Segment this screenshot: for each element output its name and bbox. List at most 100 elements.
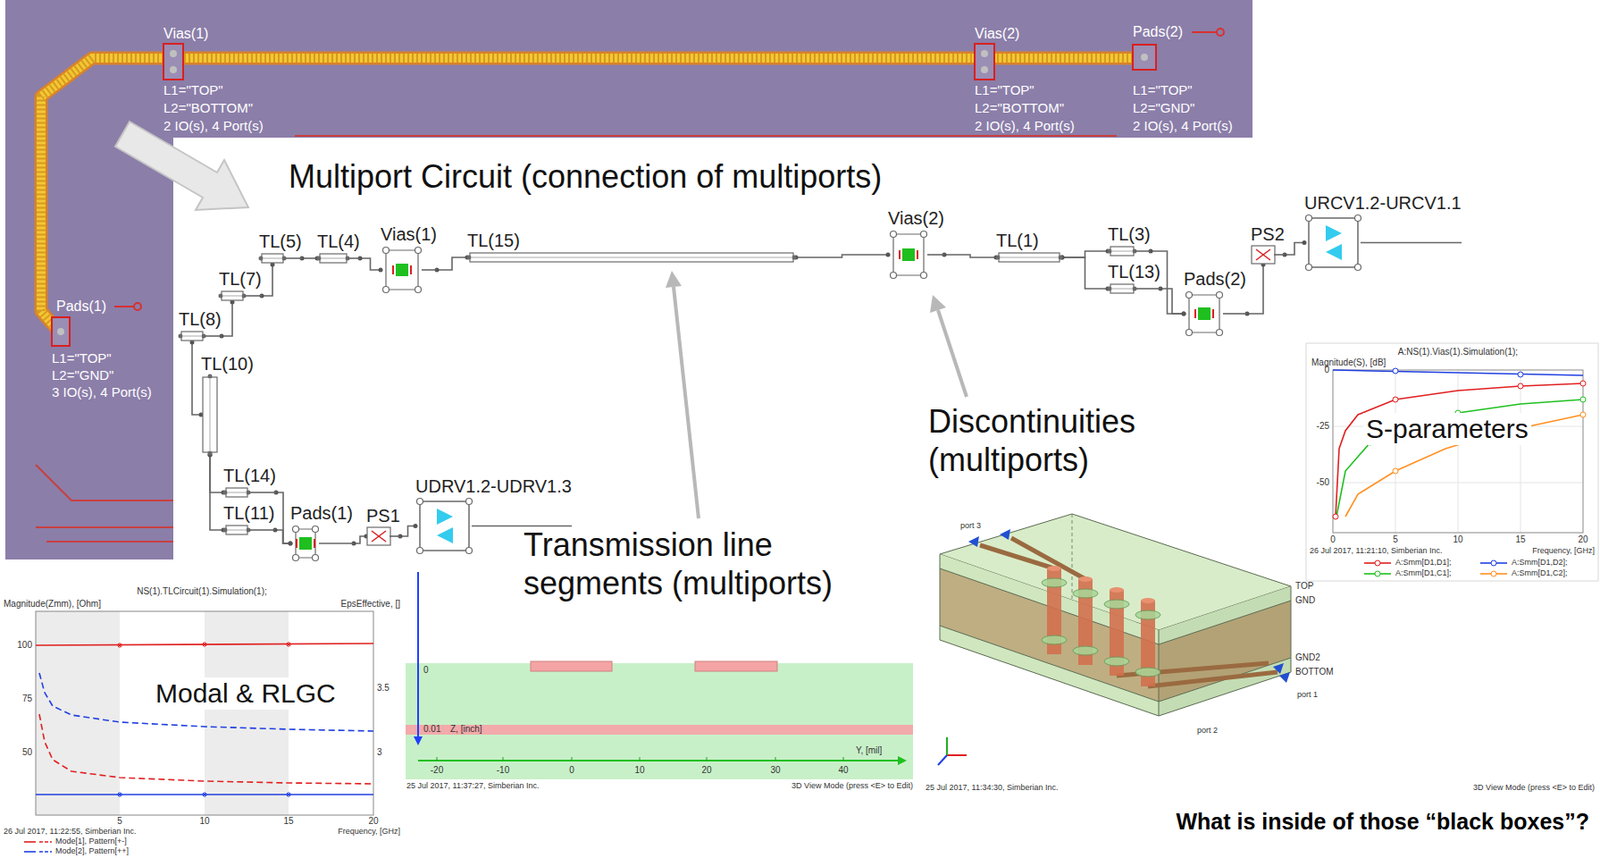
s-parameter-plot-part (1517, 383, 1524, 389)
layout-annotation: L2="GND" (51, 367, 114, 384)
port-body (419, 501, 470, 551)
layout-annotation: L1="TOP" (974, 82, 1035, 99)
callout-text: Discontinuities (multiports) (928, 402, 1161, 479)
layout-annotation: L2="BOTTOM" (163, 100, 253, 117)
pin-circle (383, 247, 390, 254)
pcb-layout-part (134, 302, 142, 310)
plot-text: 3 (376, 746, 383, 758)
pcb-layout-part (5, 137, 174, 560)
plot-text: 0 (1330, 534, 1336, 545)
layout-annotation: 3 IO(s), 4 Port(s) (51, 384, 152, 401)
block-label: URCV1.2-URCV1.1 (1304, 192, 1462, 214)
port-symbol (1304, 213, 1462, 272)
block-label: TL(15) (467, 229, 796, 252)
pin-circle (1216, 292, 1224, 299)
pin-circle (1186, 292, 1193, 299)
block-core (902, 248, 915, 261)
plot-text: Z, [inch] (450, 723, 483, 735)
pcb-layout-part (57, 327, 65, 336)
schematic-block: TL(8) (178, 308, 222, 343)
transmission-line-symbol (218, 289, 262, 302)
connector-wire (192, 342, 202, 415)
via-3d-model-part (1279, 671, 1291, 683)
layout-annotation: L1="TOP" (51, 350, 112, 367)
layout-annotation: L1="TOP" (1132, 82, 1193, 99)
layout-annotation: 2 IO(s), 4 Port(s) (163, 117, 264, 135)
pin-dot (223, 527, 228, 533)
block-label: TL(11) (223, 502, 276, 524)
via-3d-model-part (939, 625, 1159, 716)
rlgc-plot-part (204, 611, 289, 815)
line-body (1110, 284, 1134, 294)
legend-marker (1374, 570, 1381, 577)
switch-mark (1256, 249, 1271, 260)
pin-dot (1058, 255, 1064, 260)
s-parameter-plot-part (1392, 396, 1399, 403)
plot-text: Magnitude(S), [dB] (1311, 357, 1386, 369)
pcb-layout-part (1191, 31, 1217, 34)
model-text: TOP (1295, 580, 1314, 592)
plot-text: 15 (1515, 534, 1525, 545)
pointer-arrow-part (929, 294, 947, 313)
port-body (1308, 217, 1358, 268)
plot-text: 15 (283, 815, 294, 827)
legend-line (24, 846, 53, 856)
plot-text: 75 (22, 693, 33, 704)
legend-text: A:Smm[D1,C1]; (1395, 568, 1452, 579)
rlgc-plot-part (39, 672, 374, 731)
block-label: TL(7) (218, 268, 262, 290)
s-parameter-plot-part (1580, 380, 1586, 386)
line-core (263, 258, 282, 260)
pcb-layout-part (46, 540, 174, 543)
layout-annotation: Pads(1) (56, 297, 107, 315)
model-text: 25 Jul 2017, 11:34:30, Simberian Inc. (925, 782, 1058, 793)
plot-text: 3D View Mode (press <E> to Edit) (791, 780, 914, 791)
junction-dot (378, 268, 384, 273)
line-core (183, 335, 202, 337)
via-3d-model (938, 513, 1291, 765)
cross-section-part (897, 755, 907, 765)
plot-text: A:NS(1).Vias(1).Simulation(1); (1398, 346, 1518, 358)
model-text: port 1 (1297, 689, 1318, 700)
plot-text: 0.01 (423, 723, 441, 735)
line-body (1110, 246, 1134, 256)
block-label: TL(13) (1107, 260, 1161, 283)
plot-text: 40 (837, 764, 848, 776)
legend-marker (1374, 560, 1381, 566)
layout-annotation: L2="BOTTOM" (974, 100, 1064, 117)
discontinuity-symbol (380, 244, 437, 295)
layout-annotation: Pads(2) (1132, 23, 1183, 41)
pcb-layout-part (163, 43, 184, 80)
line-body (181, 331, 203, 341)
junction-dot (1302, 240, 1307, 245)
via-3d-model-part (946, 753, 967, 756)
connector-wire (221, 301, 233, 336)
schematic-block: URCV1.2-URCV1.1 (1304, 192, 1462, 272)
via-3d-model-part (999, 528, 1011, 540)
s-parameter-plot-part (1306, 343, 1599, 581)
lead-stub (284, 257, 302, 260)
plot-text: -20 (430, 764, 444, 776)
plot-text: Y, [mil] (855, 745, 882, 756)
via-3d-model-part (968, 536, 980, 547)
pin-circle (293, 554, 300, 562)
plot-text: 10 (199, 815, 210, 827)
block-core (1197, 307, 1211, 320)
schematic-block: TL(11) (223, 502, 276, 537)
lead-stub (1223, 312, 1248, 315)
pointer-arrow-part (673, 286, 699, 519)
block-label: TL(10) (201, 352, 254, 375)
s-parameter-plot-part (1332, 482, 1584, 484)
connector-wire (209, 454, 224, 530)
pcb-layout-part (294, 134, 1117, 137)
lead-stub (1134, 250, 1151, 252)
connector-wire (1062, 251, 1108, 258)
line-core (209, 378, 211, 451)
rlgc-plot-part (117, 791, 292, 797)
cross-section-part (530, 661, 612, 671)
lead-stub (243, 294, 262, 297)
junction-dot (886, 252, 891, 258)
pcb-layout-part (114, 305, 135, 308)
panel-title: Modal & RLGC (152, 677, 339, 710)
pin-circle (1355, 215, 1362, 222)
